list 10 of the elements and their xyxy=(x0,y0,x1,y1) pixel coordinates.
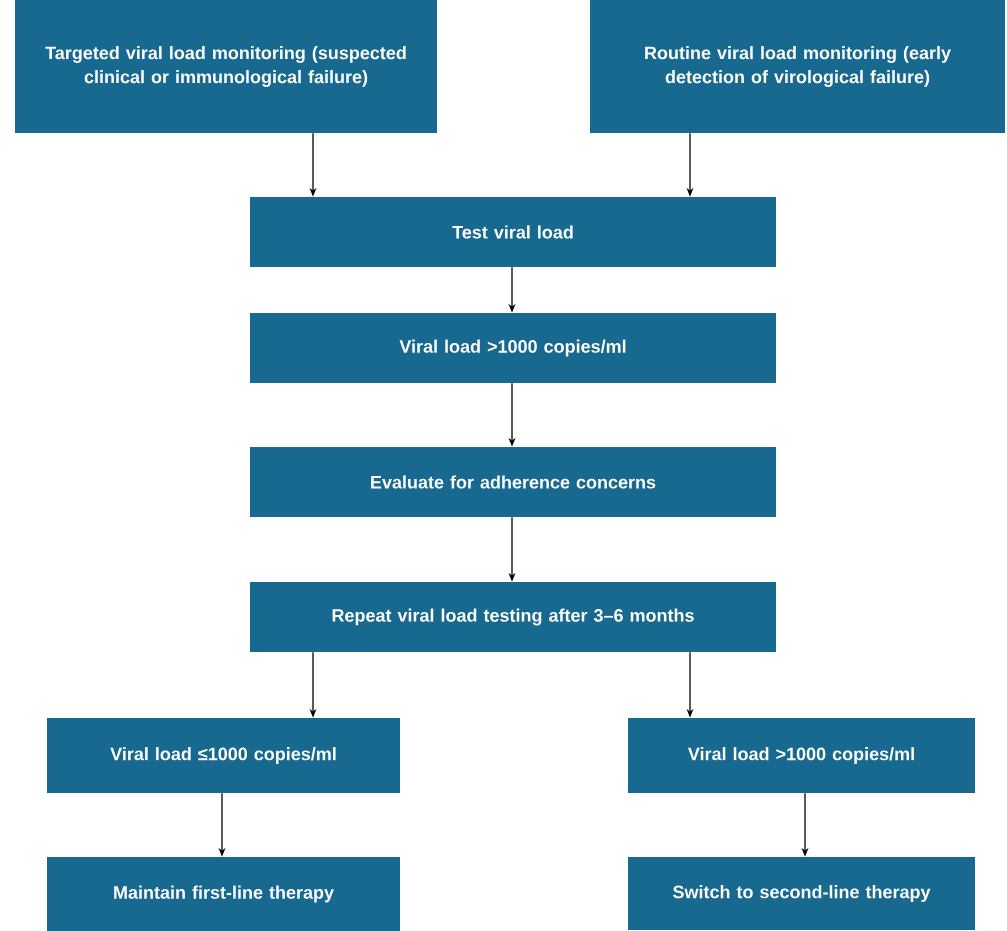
process-box: Targeted viral load monitoring (suspected clinical or immunological failure) xyxy=(15,0,437,133)
process-box: Routine viral load monitoring (early detection of virological failure) xyxy=(590,0,1005,133)
process-box: Test viral load xyxy=(250,197,776,267)
process-box: Maintain first-line therapy xyxy=(47,857,400,931)
process-box: Viral load >1000 copies/ml xyxy=(250,313,776,383)
process-box: Viral load >1000 copies/ml xyxy=(628,718,975,793)
process-box: Evaluate for adherence concerns xyxy=(250,447,776,517)
process-box: Viral load ≤1000 copies/ml xyxy=(47,718,400,793)
process-box: Repeat viral load testing after 3–6 months xyxy=(250,582,776,652)
process-box: Switch to second-line therapy xyxy=(628,857,975,930)
